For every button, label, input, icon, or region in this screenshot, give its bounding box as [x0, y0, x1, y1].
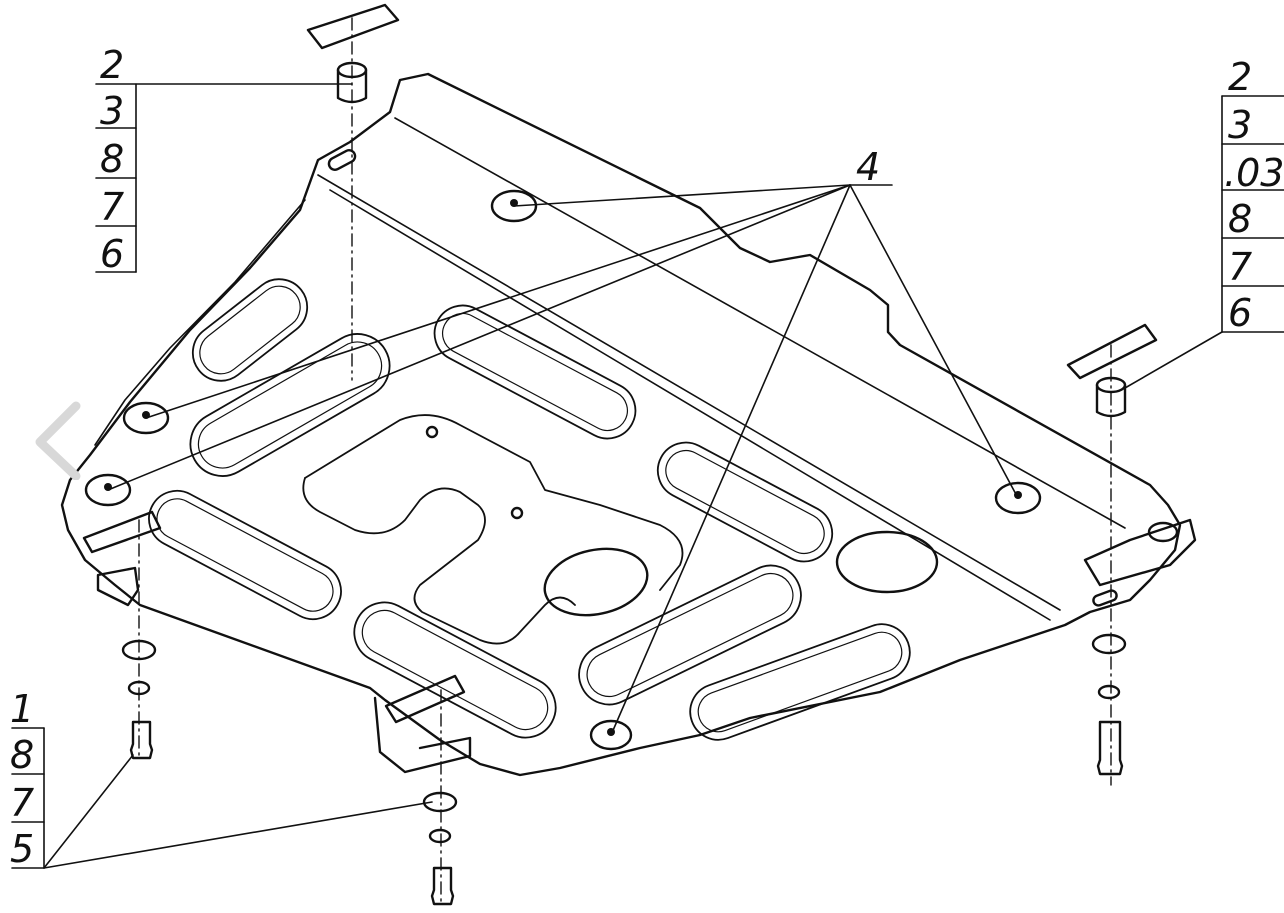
callout-top-left: 2 3 8 7 6 [100, 43, 124, 276]
bushing-right [1095, 383, 1127, 418]
washer-bottom-lock [428, 828, 452, 844]
plate-left [82, 510, 162, 554]
callout-tr-1: 3 [1228, 103, 1252, 147]
rib-3-inner [441, 312, 629, 432]
bottom-bracket [373, 696, 472, 774]
washer-right-lock [1097, 684, 1121, 700]
callout-bl-2: 7 [10, 781, 34, 825]
leader-lines [11, 83, 1284, 869]
rib-6 [656, 441, 834, 563]
right-slot [1092, 589, 1118, 607]
callout-bl-0: 1 [10, 687, 34, 731]
bolt-right [1096, 720, 1124, 776]
stiffening-ribs [148, 278, 911, 741]
washers [121, 633, 1127, 844]
callout-tl-0: 2 [100, 43, 124, 87]
callout-tl-4: 6 [100, 232, 124, 276]
callout-tl-2: 8 [100, 137, 124, 181]
plug-grommets [84, 189, 1042, 751]
rib-1-inner [199, 285, 301, 375]
grommet-1 [490, 189, 538, 223]
washer-right [1091, 633, 1127, 655]
rib-7-inner [361, 609, 549, 731]
front-fold-line-2 [329, 189, 1051, 621]
rib-2-inner [197, 341, 383, 469]
right-bracket [1083, 518, 1197, 587]
access-hole-1 [543, 547, 649, 617]
rib-3 [433, 304, 637, 440]
callout-tl-3: 7 [100, 185, 124, 229]
plate-bottom [384, 674, 466, 724]
rib-1 [191, 278, 309, 382]
right-bracket-hole [1147, 521, 1179, 543]
rib-9-inner [697, 631, 903, 733]
callout-tr-0: 2 [1228, 55, 1252, 99]
rib-4 [148, 489, 342, 621]
bolts [129, 720, 1124, 906]
callout-bottom-left: 1 8 7 5 [10, 687, 34, 871]
mounting-plates [82, 3, 1158, 724]
rib-6-inner [665, 449, 825, 555]
plate-top-left [306, 3, 400, 50]
left-bracket [96, 566, 140, 607]
callout-tr-4: 7 [1228, 245, 1252, 289]
callout-tl-1: 3 [100, 89, 124, 133]
chevron-left-icon [35, 401, 81, 481]
access-hole-2 [835, 530, 939, 594]
slot-hole-top [327, 149, 357, 171]
callout-tr-2: .03 [1224, 151, 1284, 195]
previous-image-button[interactable] [28, 400, 88, 481]
rib-8-inner [586, 572, 794, 698]
callout-tr-3: 8 [1228, 197, 1252, 241]
skid-plate-outline [60, 72, 1182, 777]
callout-bl-1: 8 [10, 733, 34, 777]
rib-4-inner [156, 498, 334, 612]
small-hole-2 [510, 506, 524, 520]
grommet-2 [122, 401, 170, 435]
small-hole-1 [425, 425, 439, 439]
grommet-4 [994, 481, 1042, 515]
rib-5 [302, 477, 576, 645]
rib-2 [189, 333, 391, 477]
top-rib-line [394, 117, 1126, 529]
axis-lines [138, 17, 1112, 906]
plate-right [1066, 323, 1158, 380]
callout-top-right: 2 3 .03 8 7 6 [1224, 55, 1284, 335]
grommet-5 [589, 719, 633, 751]
rib-5-top [304, 414, 684, 591]
washer-bottom [422, 791, 458, 813]
bolt-left [129, 720, 154, 760]
rib-9 [689, 623, 911, 741]
bolt-bottom [430, 866, 455, 906]
front-fold-line [317, 174, 1061, 611]
grommet-3 [84, 473, 132, 507]
rib-8 [578, 564, 802, 706]
left-fold-line [94, 199, 306, 446]
callout-tr-5: 6 [1228, 291, 1252, 335]
callout-center: 4 [856, 145, 880, 189]
callout-bl-3: 5 [10, 827, 34, 871]
